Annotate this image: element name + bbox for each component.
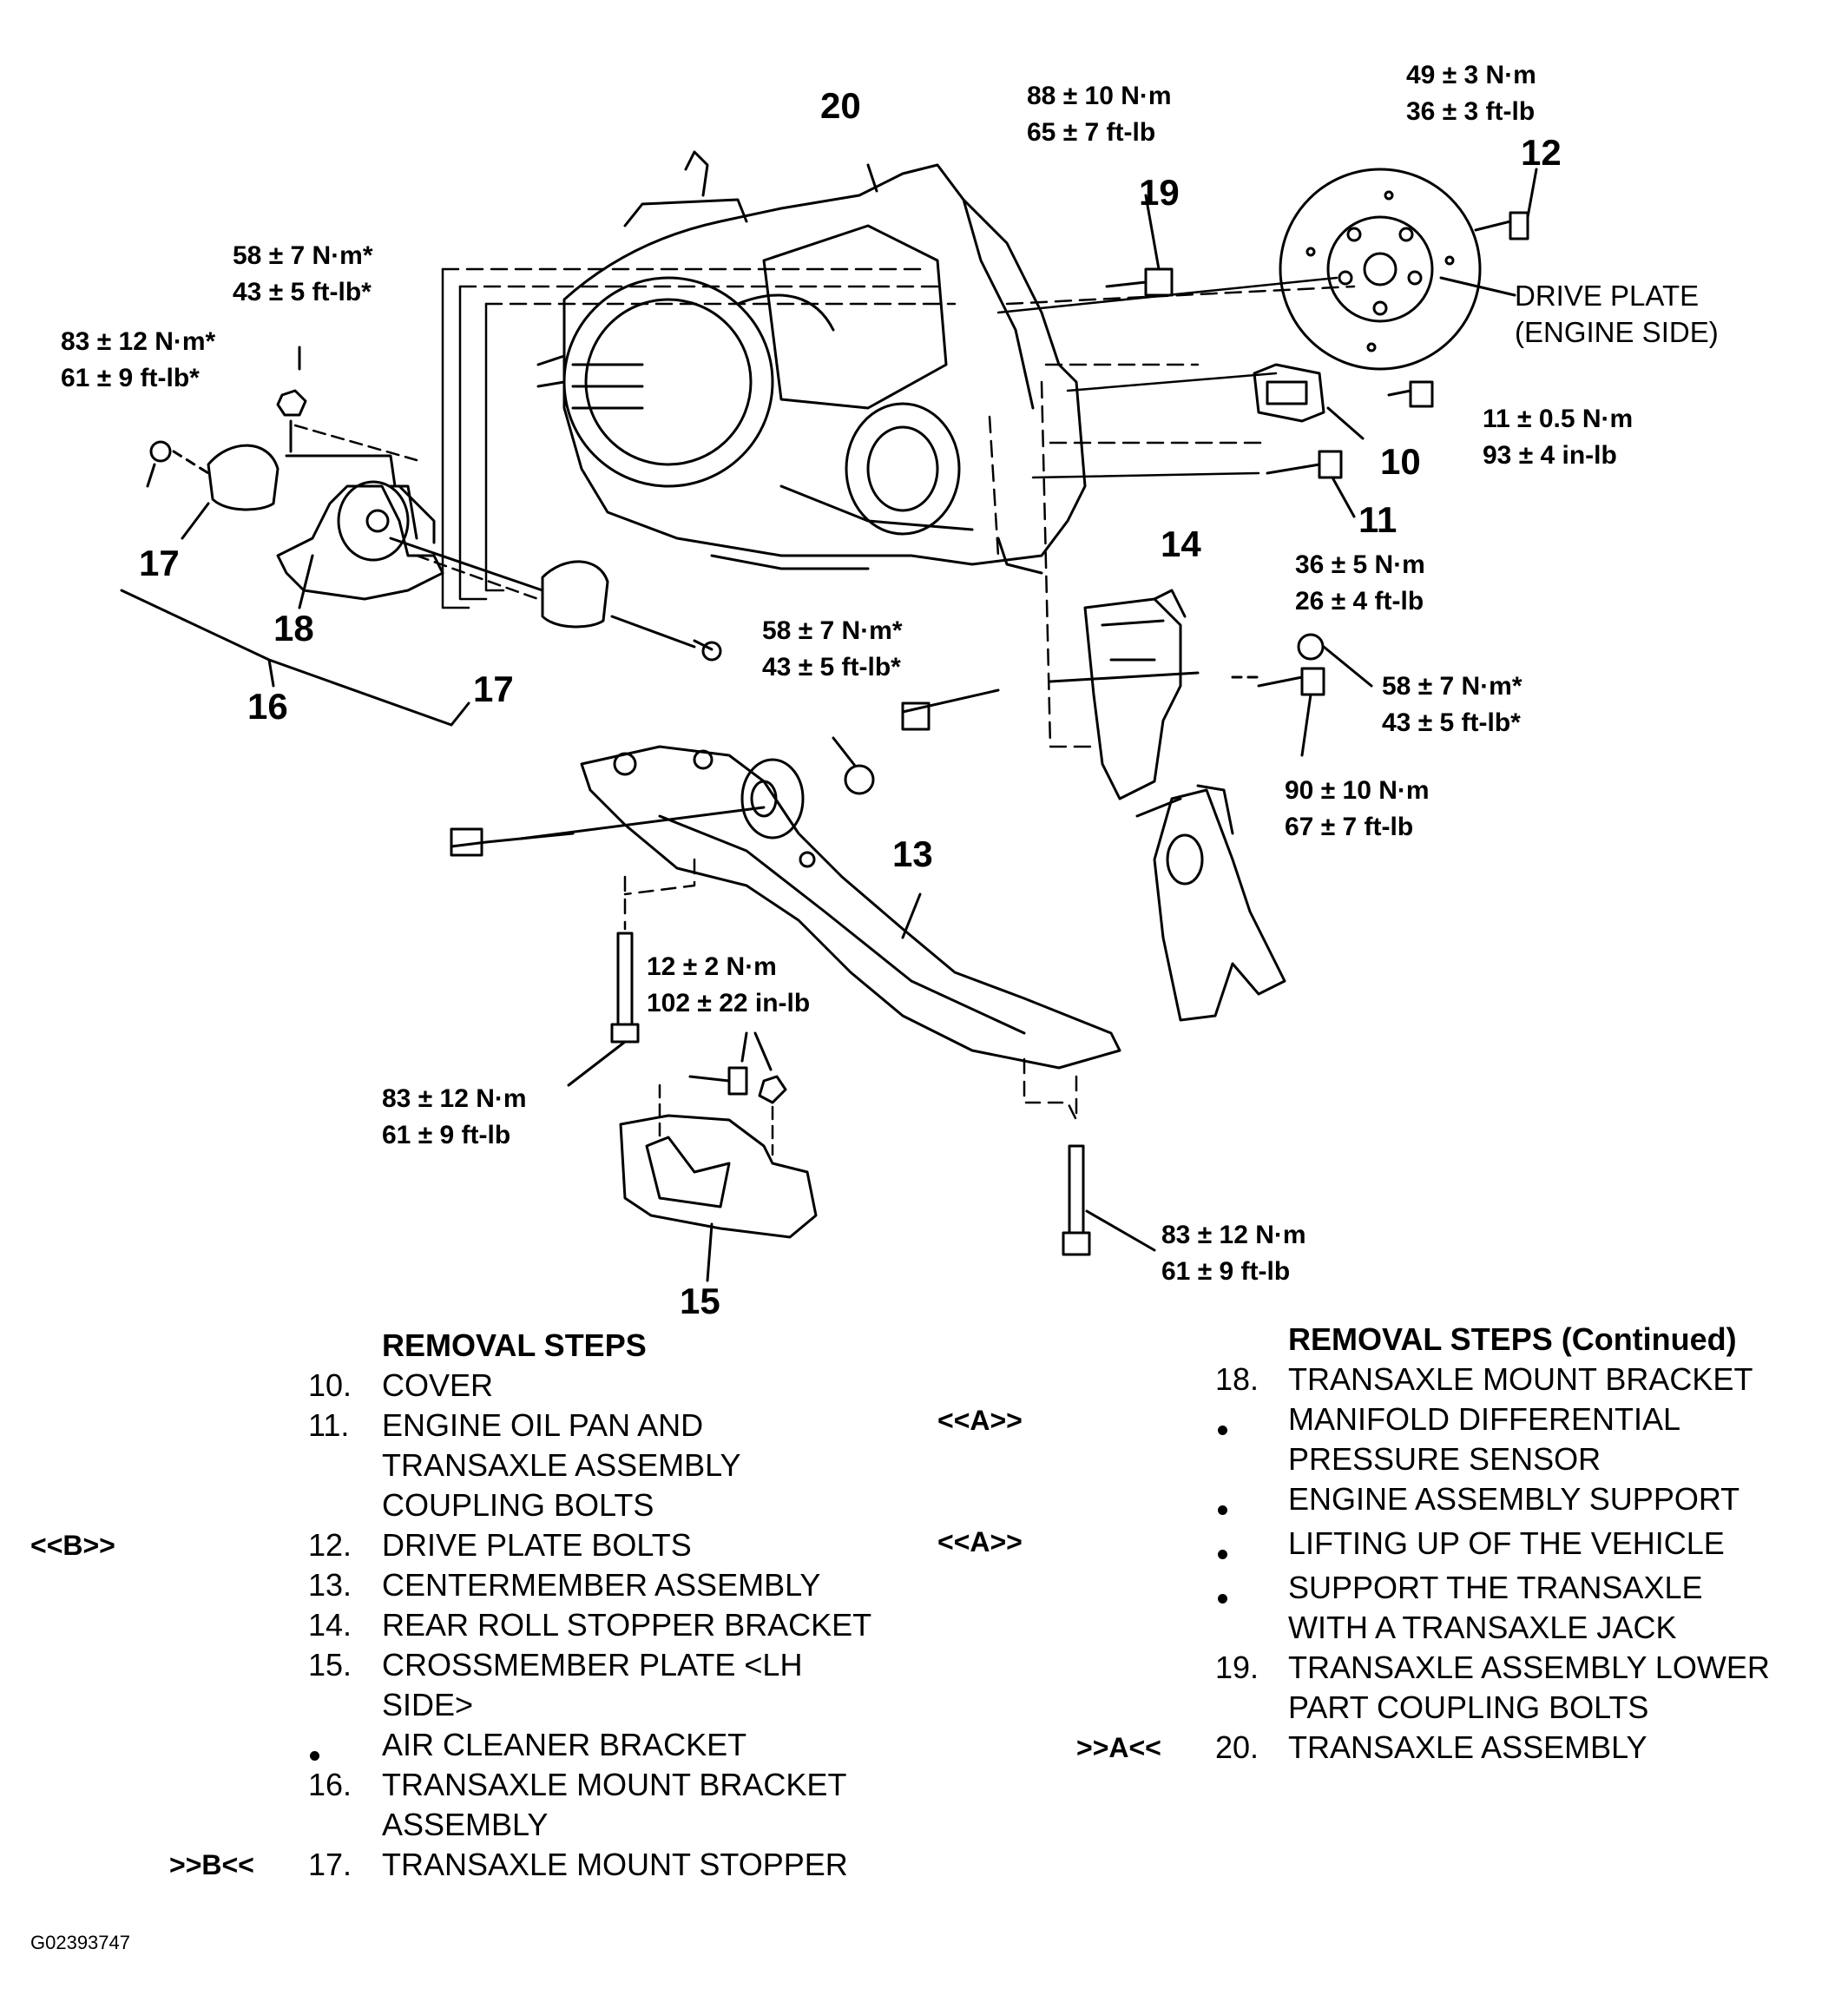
step-text: LIFTING UP OF THE VEHICLE xyxy=(1288,1525,1725,1561)
service-point-mark: <<A>> xyxy=(937,1526,1023,1557)
rear-roll-stopper-bracket-drawing xyxy=(1083,589,1187,800)
step-number: 13. xyxy=(308,1567,352,1603)
step-text: ENGINE ASSEMBLY SUPPORT xyxy=(1288,1481,1740,1517)
step-number: 10. xyxy=(308,1367,352,1403)
step-text: ENGINE OIL PAN AND xyxy=(382,1407,704,1443)
step-text: PART COUPLING BOLTS xyxy=(1288,1689,1649,1725)
step-number: 11. xyxy=(308,1407,350,1443)
figure-id: G02393747 xyxy=(30,1932,130,1953)
callout-11: 11 xyxy=(1358,499,1398,540)
drive-plate-label: DRIVE PLATE(ENGINE SIDE) xyxy=(1515,280,1719,348)
crossmember-plate-drawing xyxy=(619,1114,818,1282)
callout-15: 15 xyxy=(680,1281,720,1321)
callout-17-right: 17 xyxy=(473,668,514,709)
step-number: 14. xyxy=(308,1607,352,1643)
service-point-mark: >>B<< xyxy=(169,1849,254,1880)
step-number: 19. xyxy=(1215,1650,1259,1685)
bullet-icon xyxy=(1218,1550,1227,1559)
torque-label-roll-stopper-nut: 58 ± 7 N·m*43 ± 5 ft-lb* xyxy=(1382,672,1522,737)
step-number: 18. xyxy=(1215,1361,1259,1397)
step-text: ASSEMBLY xyxy=(382,1807,549,1842)
step-text: TRANSAXLE ASSEMBLY xyxy=(1288,1729,1647,1765)
bullet-icon xyxy=(1218,1426,1227,1435)
exploded-view-illustration xyxy=(120,150,1538,1282)
step-text: WITH A TRANSAXLE JACK xyxy=(1288,1610,1677,1645)
step-text: TRANSAXLE MOUNT BRACKET xyxy=(382,1767,847,1802)
callout-18: 18 xyxy=(273,608,314,649)
centermember-drawing xyxy=(580,745,1121,1070)
step-text: TRANSAXLE ASSEMBLY xyxy=(382,1447,741,1483)
callout-19: 19 xyxy=(1139,172,1180,213)
step-text: TRANSAXLE MOUNT BRACKET xyxy=(1288,1361,1753,1397)
torque-label-center-nut: 58 ± 7 N·m*43 ± 5 ft-lb* xyxy=(762,616,903,682)
removal-steps-heading: REMOVAL STEPS xyxy=(382,1327,647,1363)
step-text: COUPLING BOLTS xyxy=(382,1487,654,1523)
callout-16: 16 xyxy=(247,686,288,727)
step-text: TRANSAXLE ASSEMBLY LOWER xyxy=(1288,1650,1770,1685)
step-text: REAR ROLL STOPPER BRACKET xyxy=(382,1607,872,1643)
service-point-mark: >>A<< xyxy=(1076,1732,1161,1763)
step-text: CENTERMEMBER ASSEMBLY xyxy=(382,1567,821,1603)
step-text: SUPPORT THE TRANSAXLE xyxy=(1288,1570,1703,1605)
callout-13: 13 xyxy=(892,833,933,874)
step-text: TRANSAXLE MOUNT STOPPER xyxy=(382,1847,848,1882)
step-number: 17. xyxy=(308,1847,352,1882)
step-number: 12. xyxy=(308,1527,352,1563)
torque-label-stopper-nut: 83 ± 12 N·m*61 ± 9 ft-lb* xyxy=(61,327,216,392)
transaxle-mount-bracket-drawing xyxy=(276,480,444,601)
drive-plate-drawing xyxy=(1279,168,1482,371)
step-text: PRESSURE SENSOR xyxy=(1288,1441,1601,1477)
callout-10: 10 xyxy=(1380,441,1421,482)
bullet-icon xyxy=(1218,1594,1227,1604)
transaxle-assembly-drawing xyxy=(536,150,1087,575)
removal-steps-continued-heading: REMOVAL STEPS (Continued) xyxy=(1288,1321,1737,1357)
callout-17-left: 17 xyxy=(139,543,180,583)
step-text: DRIVE PLATE BOLTS xyxy=(382,1527,692,1563)
step-text: COVER xyxy=(382,1367,494,1403)
torque-label-mount-upper-nut: 58 ± 7 N·m*43 ± 5 ft-lb* xyxy=(233,241,373,306)
bullet-icon xyxy=(310,1751,319,1761)
callout-20: 20 xyxy=(820,85,861,126)
step-text: MANIFOLD DIFFERENTIAL xyxy=(1288,1401,1681,1437)
callout-12: 12 xyxy=(1521,132,1562,173)
step-text: AIR CLEANER BRACKET xyxy=(382,1727,747,1762)
step-number: 15. xyxy=(308,1647,352,1683)
step-number: 16. xyxy=(308,1767,352,1802)
step-number: 20. xyxy=(1215,1729,1259,1765)
bullet-icon xyxy=(1218,1505,1227,1515)
service-point-mark: <<A>> xyxy=(937,1405,1023,1436)
step-text: SIDE> xyxy=(382,1687,474,1722)
step-text: CROSSMEMBER PLATE <LH xyxy=(382,1647,803,1683)
service-point-mark: <<B>> xyxy=(30,1530,115,1561)
callout-14: 14 xyxy=(1161,524,1201,564)
